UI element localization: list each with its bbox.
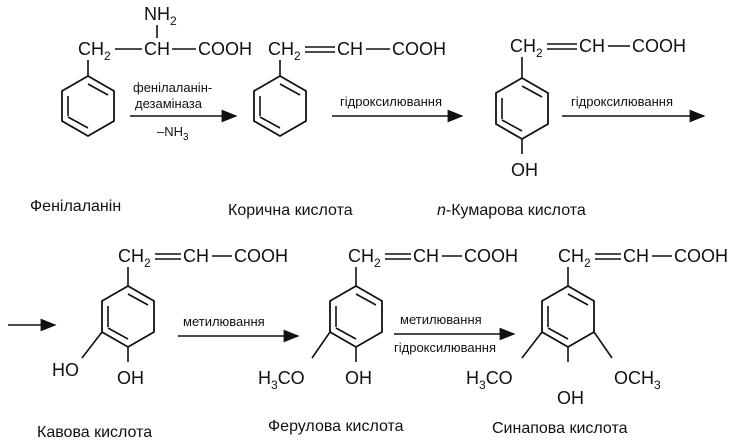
sinapic-acid-structure: CH2 CH COOH H3CO OH OCH3 [466,246,728,408]
hydroxylation-label: гідроксилювання [340,94,442,109]
amino-group: NH2 [144,4,177,28]
ch2-group: CH2 [78,39,111,63]
ch-group: CH [183,246,209,266]
hydroxyl-group-3: HO [52,360,79,380]
benzene-ring [329,284,383,349]
phenylalanine-structure: NH2 CH2 CH COOH [61,4,252,138]
compound-name-sinapic-acid: Синапова кислота [492,420,628,437]
ch-group: CH [413,246,439,266]
cooh-group: COOH [392,39,446,59]
ch2-group: CH2 [268,39,301,63]
compound-name-caffeic-acid: Кавова кислота [37,424,152,441]
arrow-deamination: фенілаланін- дезаміназа –NH3 [130,80,238,143]
ferulic-acid-structure: CH2 CH COOH H3CO OH [258,246,518,392]
hydroxylation-label: гідроксилювання [571,94,673,109]
compound-name-p-coumaric-acid: n-Кумарова кислота [437,202,586,219]
hydroxyl-group-4: OH [345,368,372,388]
hydroxyl-group: OH [511,160,538,180]
methoxy-group-3: H3CO [466,368,513,392]
ch2-group: CH2 [348,246,381,270]
ch2-group: CH2 [118,246,151,270]
cooh-group: COOH [234,246,288,266]
methylation-label: метилювання [400,312,482,327]
benzene-ring [495,76,549,141]
hydroxyl-group-4: OH [117,368,144,388]
nh3-release-label: –NH3 [157,124,189,143]
benzene-ring [61,74,115,138]
cooh-group: COOH [464,246,518,266]
cooh-group: COOH [198,39,252,59]
ch2-group: CH2 [558,246,591,270]
hydroxylation-label: гідроксилювання [394,340,496,355]
cinnamic-acid-structure: CH2 CH COOH [253,39,446,138]
ch2-group: CH2 [510,36,543,60]
arrow-methylation: метилювання [178,314,300,343]
caffeic-acid-structure: CH2 CH COOH HO OH [52,246,288,388]
benzene-ring [541,284,595,349]
compound-name-ferulic-acid: Ферулова кислота [268,418,404,435]
p-coumaric-acid-structure: CH2 CH COOH OH [495,36,686,180]
arrow-hydroxylation-2: гідроксилювання [562,94,706,123]
methoxy-group: H3CO [258,368,305,392]
hydroxyl-group-4: OH [557,388,584,408]
compound-name-phenylalanine: Фенілаланін [30,198,121,215]
benzene-ring [253,74,307,138]
benzene-ring [101,284,155,349]
cooh-group: COOH [674,246,728,266]
ch-group: CH [337,39,363,59]
cooh-group: COOH [632,36,686,56]
methoxy-group-5: OCH3 [614,368,661,392]
ch-group: CH [144,39,170,59]
enzyme-label-line1: фенілаланін- [133,80,212,95]
ch-group: CH [623,246,649,266]
ch-group: CH [579,36,605,56]
arrow-hydroxylation-1: гідроксилювання [332,94,464,123]
enzyme-label-line2: дезаміназа [135,96,203,111]
methylation-label: метилювання [183,314,265,329]
arrow-methylation-hydroxylation: метилювання гідроксилювання [394,312,516,355]
compound-name-cinnamic-acid: Корична кислота [228,202,353,219]
